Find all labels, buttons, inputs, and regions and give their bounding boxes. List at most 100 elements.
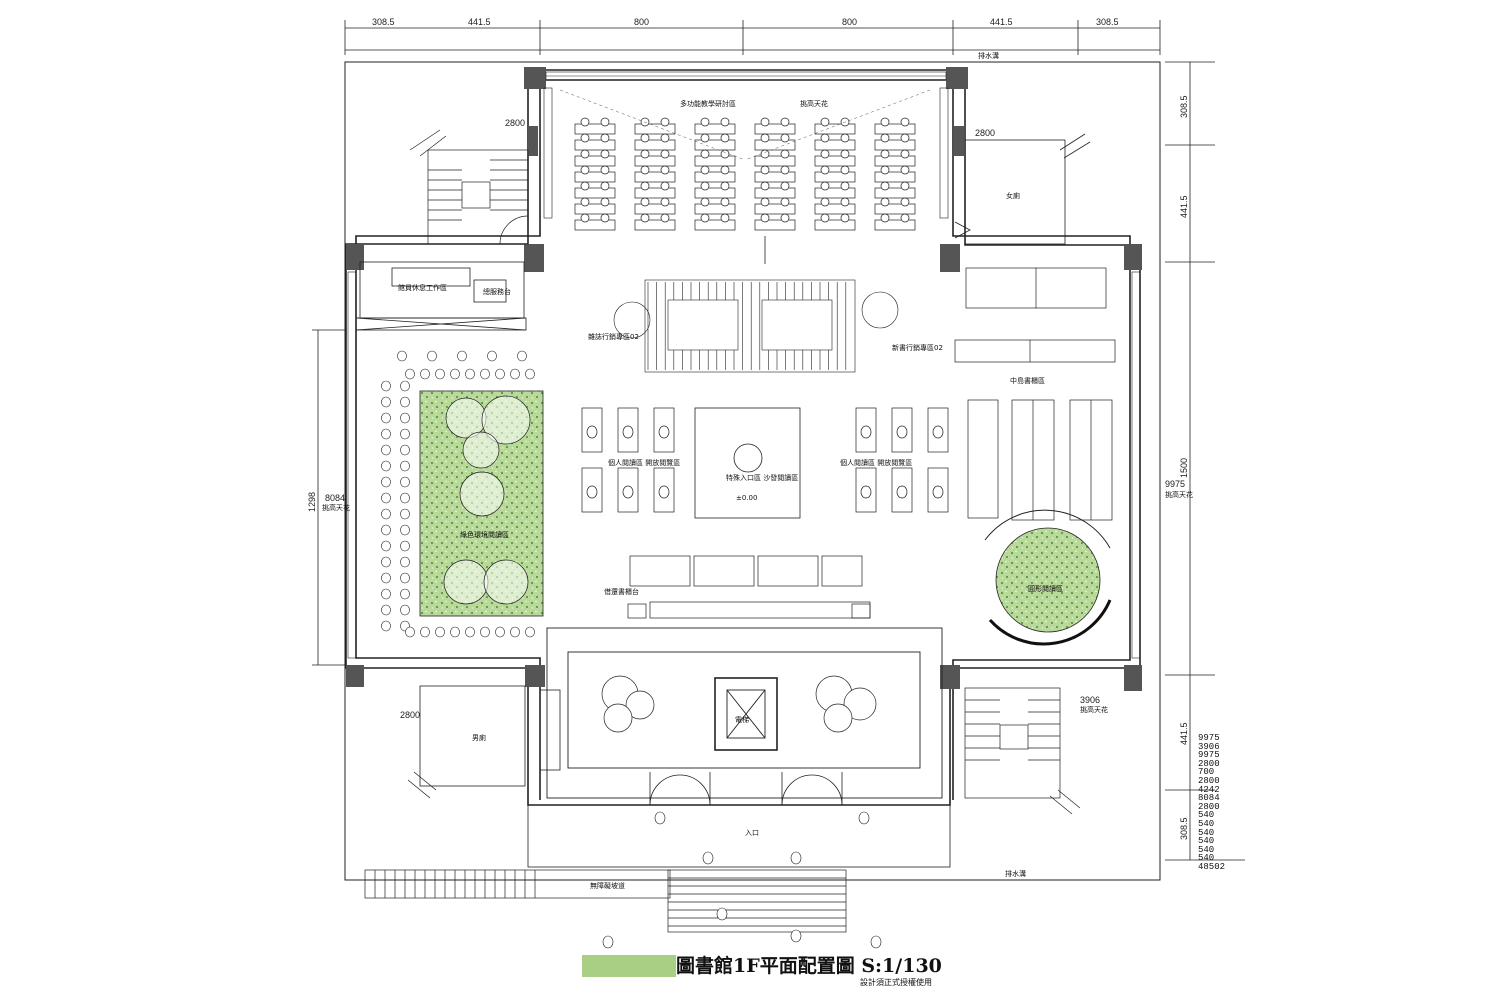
seat bbox=[400, 412, 410, 424]
teaching-chair bbox=[720, 149, 730, 159]
seat bbox=[400, 572, 410, 584]
teaching-desk bbox=[874, 155, 916, 167]
top-dim-3: 800 bbox=[634, 17, 649, 27]
teaching-chair bbox=[600, 133, 610, 143]
teaching-chair bbox=[880, 117, 890, 127]
teaching-chair bbox=[820, 165, 830, 175]
seat bbox=[465, 368, 475, 380]
teaching-chair bbox=[900, 117, 910, 127]
teaching-desk bbox=[754, 203, 796, 215]
reading-chair bbox=[896, 425, 908, 439]
perimeter-seating bbox=[381, 350, 535, 638]
teaching-chair bbox=[840, 181, 850, 191]
right-note: 3906 bbox=[1198, 741, 1220, 752]
teaching-desk bbox=[634, 155, 676, 167]
label-circulation-right: 新書行銷專區02 bbox=[892, 343, 943, 352]
teaching-chair bbox=[640, 181, 650, 191]
teaching-chair bbox=[760, 197, 770, 207]
teaching-chair bbox=[660, 149, 670, 159]
seat bbox=[381, 604, 391, 616]
label-round-area: 圓形閱讀區 bbox=[1028, 584, 1063, 593]
reading-desk bbox=[855, 467, 877, 513]
seat bbox=[495, 368, 505, 380]
reading-desk bbox=[617, 467, 639, 513]
service-counters bbox=[627, 555, 871, 619]
teaching-chair bbox=[600, 213, 610, 223]
teaching-chair bbox=[720, 213, 730, 223]
reading-chair bbox=[860, 425, 872, 439]
teaching-chair bbox=[900, 213, 910, 223]
teaching-desk bbox=[574, 139, 616, 151]
teaching-desk bbox=[694, 187, 736, 199]
teaching-chair bbox=[700, 197, 710, 207]
reading-desk bbox=[617, 407, 639, 453]
teaching-desk bbox=[694, 171, 736, 183]
right-dim-1: 308.5 bbox=[1179, 95, 1189, 118]
teaching-chair bbox=[780, 117, 790, 127]
label-counter: 借還書櫃台 bbox=[604, 587, 639, 596]
teaching-chair bbox=[640, 149, 650, 159]
top-dim-5: 441.5 bbox=[990, 17, 1013, 27]
womens-wc-room bbox=[954, 133, 1091, 245]
teaching-desk bbox=[574, 171, 616, 183]
teaching-chair bbox=[820, 181, 830, 191]
teaching-desk bbox=[634, 187, 676, 199]
teaching-desk bbox=[634, 171, 676, 183]
teaching-chair bbox=[760, 213, 770, 223]
right-note: 540 bbox=[1198, 827, 1215, 838]
teaching-chair bbox=[640, 133, 650, 143]
seat bbox=[457, 350, 467, 362]
mens-wc-room bbox=[407, 685, 561, 799]
seat bbox=[400, 428, 410, 440]
teaching-chair bbox=[880, 213, 890, 223]
reading-desk bbox=[855, 407, 877, 453]
label-circulation-left: 雜誌行銷專區02 bbox=[588, 332, 639, 341]
teaching-desk bbox=[574, 219, 616, 231]
seat bbox=[450, 368, 460, 380]
seat bbox=[480, 368, 490, 380]
seat bbox=[400, 508, 410, 520]
teaching-desk bbox=[874, 139, 916, 151]
seat bbox=[397, 350, 407, 362]
seat bbox=[381, 620, 391, 632]
right-dimension-line bbox=[1165, 61, 1245, 861]
seat bbox=[381, 492, 391, 504]
teaching-chair bbox=[700, 117, 710, 127]
sofa-round-table bbox=[733, 443, 763, 473]
teaching-chair bbox=[660, 133, 670, 143]
teaching-chair bbox=[600, 197, 610, 207]
label-ramp: 無障礙坡道 bbox=[590, 881, 625, 890]
right-note: 700 bbox=[1198, 767, 1215, 778]
teaching-desk bbox=[694, 155, 736, 167]
right-note: 540 bbox=[1198, 853, 1215, 864]
teaching-chair bbox=[660, 213, 670, 223]
label-level: ±0.00 bbox=[736, 494, 757, 502]
seat bbox=[427, 350, 437, 362]
teaching-chair bbox=[720, 181, 730, 191]
seat bbox=[381, 412, 391, 424]
teaching-desk bbox=[694, 219, 736, 231]
display-table-right bbox=[761, 299, 833, 351]
reading-desk bbox=[653, 467, 675, 513]
seat bbox=[495, 626, 505, 638]
structural-columns bbox=[346, 67, 1142, 691]
garden-round-tables bbox=[443, 395, 531, 605]
reading-chair bbox=[932, 485, 944, 499]
teaching-desk bbox=[574, 155, 616, 167]
teaching-chair bbox=[580, 165, 590, 175]
right-note: 2800 bbox=[1198, 758, 1220, 769]
teaching-chair bbox=[660, 181, 670, 191]
teaching-chair bbox=[660, 197, 670, 207]
teaching-chair bbox=[840, 149, 850, 159]
top-dim-1: 308.5 bbox=[372, 17, 395, 27]
teaching-diagonals bbox=[559, 89, 931, 161]
label-male-wc: 男廁 bbox=[472, 733, 486, 742]
reading-chair bbox=[586, 425, 598, 439]
teaching-chair bbox=[760, 181, 770, 191]
stair-top-left bbox=[409, 129, 529, 245]
seat bbox=[510, 368, 520, 380]
seat bbox=[381, 540, 391, 552]
label-female-wc: 女廁 bbox=[1006, 191, 1020, 200]
reading-chair bbox=[622, 485, 634, 499]
teaching-desk bbox=[814, 171, 856, 183]
